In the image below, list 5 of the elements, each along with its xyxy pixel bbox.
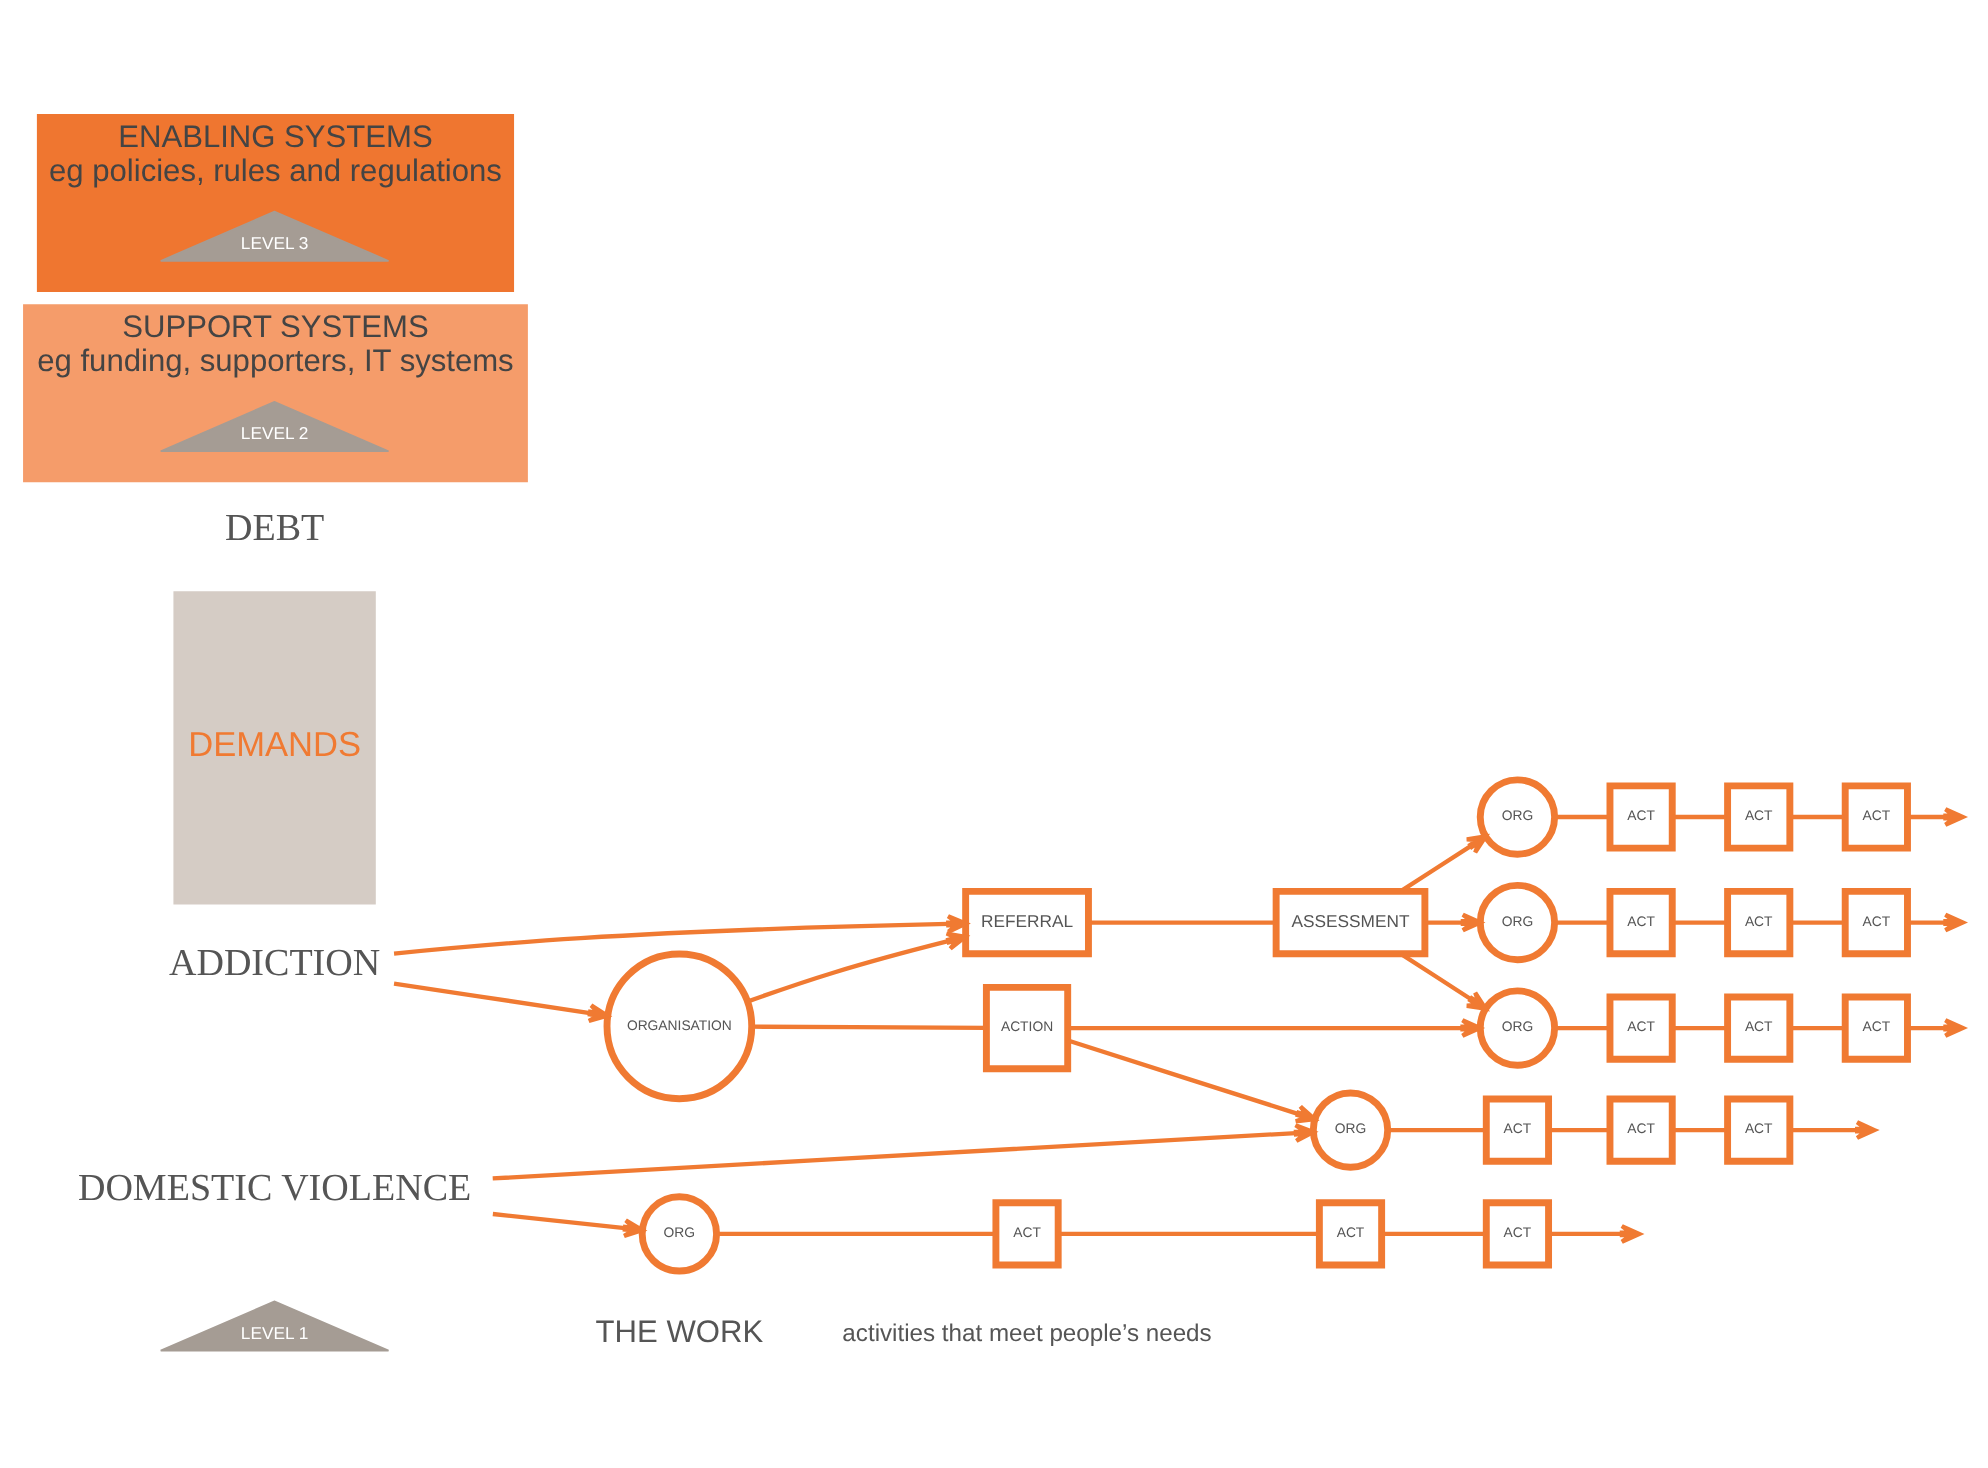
label: THE WORK (595, 1315, 764, 1350)
node-text: DEBT (224, 507, 325, 550)
node-text: DOMESTIC VIOLENCE (77, 1168, 472, 1211)
label: activities that meet people’s needs (842, 1318, 1212, 1347)
node-text: ADDICTION (168, 943, 381, 986)
